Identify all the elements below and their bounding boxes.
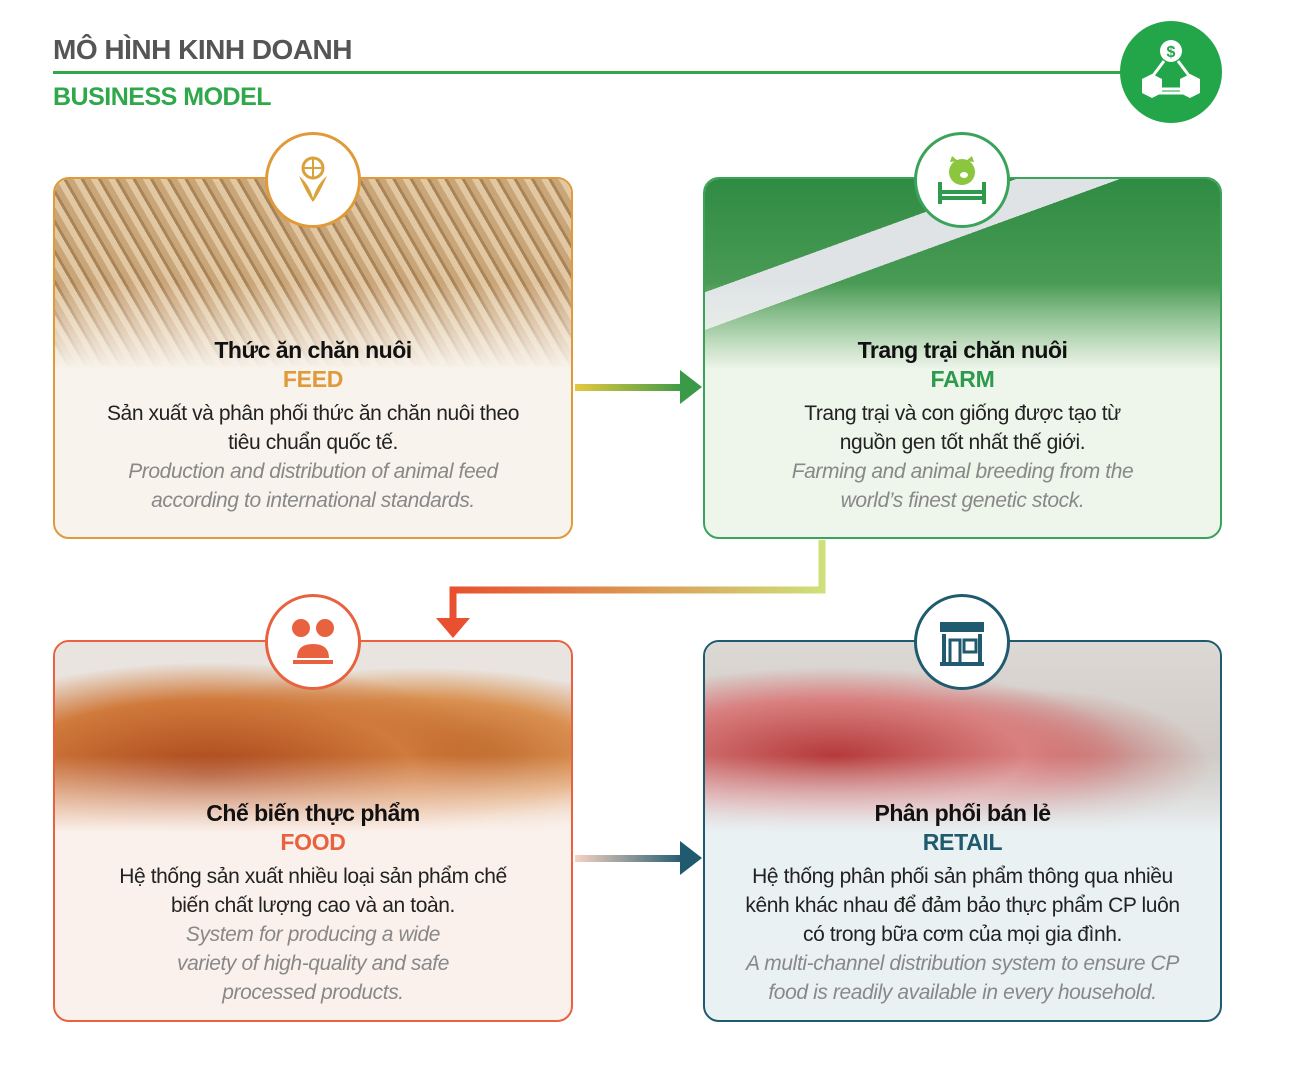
card-farm: Trang trại chăn nuôi FARM Trang trại và …: [703, 177, 1222, 539]
card-title-vi: Chế biến thực phẩm: [206, 800, 420, 826]
pig-farm-icon: [914, 132, 1010, 228]
card-title-en: FARM: [930, 366, 995, 392]
food-processing-icon: [265, 594, 361, 690]
card-feed: Thức ăn chăn nuôi FEED Sản xuất và phân …: [53, 177, 573, 539]
header-divider: [53, 71, 1133, 74]
store-icon: [914, 594, 1010, 690]
title-en: BUSINESS MODEL: [53, 83, 272, 111]
card-title-en: RETAIL: [922, 829, 1003, 855]
card-desc-en: Production and distribution of animal fe…: [128, 460, 498, 512]
card-title-en: FEED: [282, 366, 344, 392]
arrow-food-to-retail: [575, 855, 685, 862]
card-desc-vi: Hệ thống sản xuất nhiều loại sản phẩm ch…: [119, 865, 507, 917]
card-desc-vi: Sản xuất và phân phối thức ăn chăn nuôi …: [106, 402, 520, 454]
card-desc-en: Farming and animal breeding from the wor…: [791, 460, 1134, 512]
card-retail: Phân phối bán lẻ RETAIL Hệ thống phân ph…: [703, 640, 1222, 1022]
card-desc-vi: Hệ thống phân phối sản phẩm thông qua nh…: [745, 865, 1180, 946]
title-vi: MÔ HÌNH KINH DOANH: [53, 34, 353, 65]
svg-text:$: $: [1167, 44, 1176, 61]
card-desc-en: A multi-channel distribution system to e…: [746, 952, 1179, 1004]
card-title-en: FOOD: [280, 829, 346, 855]
card-desc-en: System for producing a wide variety of h…: [176, 923, 450, 1004]
card-title-vi: Trang trại chăn nuôi: [857, 337, 1068, 363]
card-desc-vi: Trang trại và con giống được tạo từ nguồ…: [804, 402, 1121, 454]
arrow-farm-to-food: [449, 540, 826, 620]
card-food: Chế biến thực phẩm FOOD Hệ thống sản xuấ…: [53, 640, 573, 1022]
arrow-feed-to-farm: [575, 384, 685, 391]
card-title-vi: Thức ăn chăn nuôi: [214, 337, 412, 363]
corn-globe-icon: [265, 132, 361, 228]
card-title-vi: Phân phối bán lẻ: [874, 800, 1051, 826]
business-model-icon: $: [1120, 21, 1222, 123]
